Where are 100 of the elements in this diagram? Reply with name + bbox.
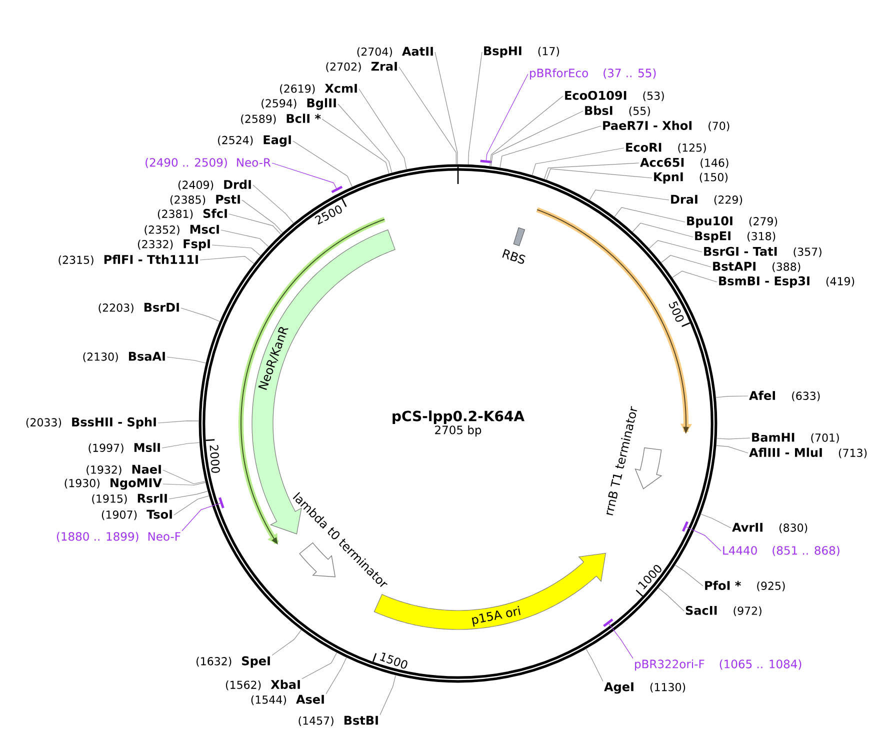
site-label: (2203) BsrDI [98, 302, 179, 314]
leader-line [212, 244, 261, 256]
site-label: BstAPI (388) [713, 262, 800, 272]
primer-mark [682, 521, 688, 532]
leader-line [252, 184, 294, 224]
site-label: (2352) MscI [144, 224, 219, 236]
site-label: BspEI (318) [695, 231, 776, 243]
leader-line [544, 162, 640, 180]
site-label: AvrII (830) [732, 522, 808, 534]
tick-label: 2000 [210, 445, 220, 473]
site-label: (2033) BssHII - SphI [26, 417, 156, 429]
tick-label: 1500 [380, 652, 408, 669]
site-label: BspHI (17) [484, 46, 560, 58]
leader-line [272, 630, 302, 656]
leader-line [658, 588, 684, 612]
primer-label: L4440 (851 .. 868) [723, 546, 840, 556]
leader-line [648, 240, 702, 252]
leader-line [174, 496, 210, 516]
leader-line [686, 526, 722, 552]
site-label: PaeR7I - XhoI (70) [603, 120, 730, 132]
site-label: (2619) XcmI [280, 84, 357, 94]
primer-label: pBR322ori-F (1065 .. 1084) [635, 659, 802, 671]
primer-label: (1880 .. 1899) Neo-F [56, 532, 180, 542]
primer-label: pBRforEco (37 .. 55) [530, 68, 656, 80]
site-label: (1632) SpeI [196, 656, 270, 668]
leader-line [162, 442, 200, 448]
site-label: AgeI (1130) [604, 682, 686, 694]
site-label: DraI (229) [671, 194, 742, 206]
leader-line [158, 420, 200, 424]
leader-line [546, 168, 652, 180]
site-label: EcoO109I (53) [565, 90, 664, 102]
site-label: (2589) BclI * [241, 114, 321, 124]
leader-line [586, 648, 604, 682]
tick-label: 2500 [314, 205, 342, 225]
leader-line [358, 88, 407, 170]
site-label: Acc65I (146) [640, 158, 728, 168]
leader-line [180, 308, 220, 322]
leader-line [326, 657, 347, 694]
site-label: BsmBI - Esp3I (419) [719, 276, 854, 288]
leader-line [162, 482, 206, 486]
site-label: (2409) DrdI [178, 180, 251, 190]
site-label: (1544) AseI [251, 694, 324, 706]
site-label: (2704) AatII [357, 46, 433, 58]
tick-label: 500 [668, 301, 684, 322]
site-label: (2130) BsaAI [83, 352, 165, 362]
leader-line [632, 222, 694, 238]
feature-block: RBS [502, 227, 526, 264]
leader-line [182, 502, 221, 532]
site-label: Bpu10I (279) [687, 216, 778, 228]
site-label: (2702) ZraI [326, 62, 397, 72]
site-label: BsrGI - TatI (357) [704, 246, 822, 258]
leader-line [322, 118, 390, 174]
site-label: (2594) BglII [262, 98, 336, 110]
site-label: (1907) TsoI [102, 510, 172, 520]
site-label: PfoI * (925) [705, 580, 785, 592]
leader-line [380, 674, 396, 716]
leader-line [434, 52, 458, 165]
site-label: (2381) SfcI [158, 208, 227, 220]
leader-line [398, 66, 456, 165]
site-label: KpnI (150) [654, 172, 728, 184]
site-label: BbsI (55) [585, 106, 650, 116]
node-label: RBS [502, 249, 526, 264]
leader-line [532, 148, 624, 176]
leader-line [242, 200, 283, 233]
leader-line [614, 207, 686, 222]
primer-label: (2490 .. 2509) Neo-R [146, 158, 271, 168]
leader-line [716, 438, 750, 440]
primer-mark [331, 186, 343, 194]
leader-line [292, 140, 352, 188]
leader-line [660, 255, 712, 268]
leader-line [674, 564, 704, 586]
primer-mark [480, 160, 492, 164]
site-label: AflIII - MluI (713) [749, 448, 867, 458]
site-label: (1915) RsrII [92, 494, 167, 504]
site-label: (2315) PflFI - Tth111I [58, 254, 198, 266]
site-label: (1562) XbaI [226, 680, 300, 690]
leader-line [700, 514, 732, 528]
site-label: AfeI (633) [749, 390, 820, 402]
leader-line [716, 396, 748, 398]
site-label: (1997) MslI [88, 442, 160, 454]
leader-line [302, 652, 338, 680]
leader-line [168, 490, 208, 500]
leader-line [338, 104, 392, 174]
leader-line [162, 470, 206, 484]
leader-line [486, 74, 528, 161]
primer-mark [603, 618, 614, 627]
site-label: SacII (972) [686, 606, 762, 616]
site-label: EcoRI (125) [626, 142, 706, 154]
site-label: (1932) NaeI [86, 464, 161, 476]
leader-line [490, 96, 564, 167]
leader-line [228, 214, 282, 235]
leader-line [608, 623, 634, 659]
leader-line [672, 270, 718, 282]
leader-line [220, 230, 269, 247]
leader-line [200, 256, 254, 264]
leader-line [490, 110, 584, 167]
leader-line [500, 126, 602, 168]
site-label: (2385) PstI [170, 194, 240, 206]
site-label: (1930) NgoMIV [64, 478, 162, 490]
leader-line [716, 445, 748, 454]
